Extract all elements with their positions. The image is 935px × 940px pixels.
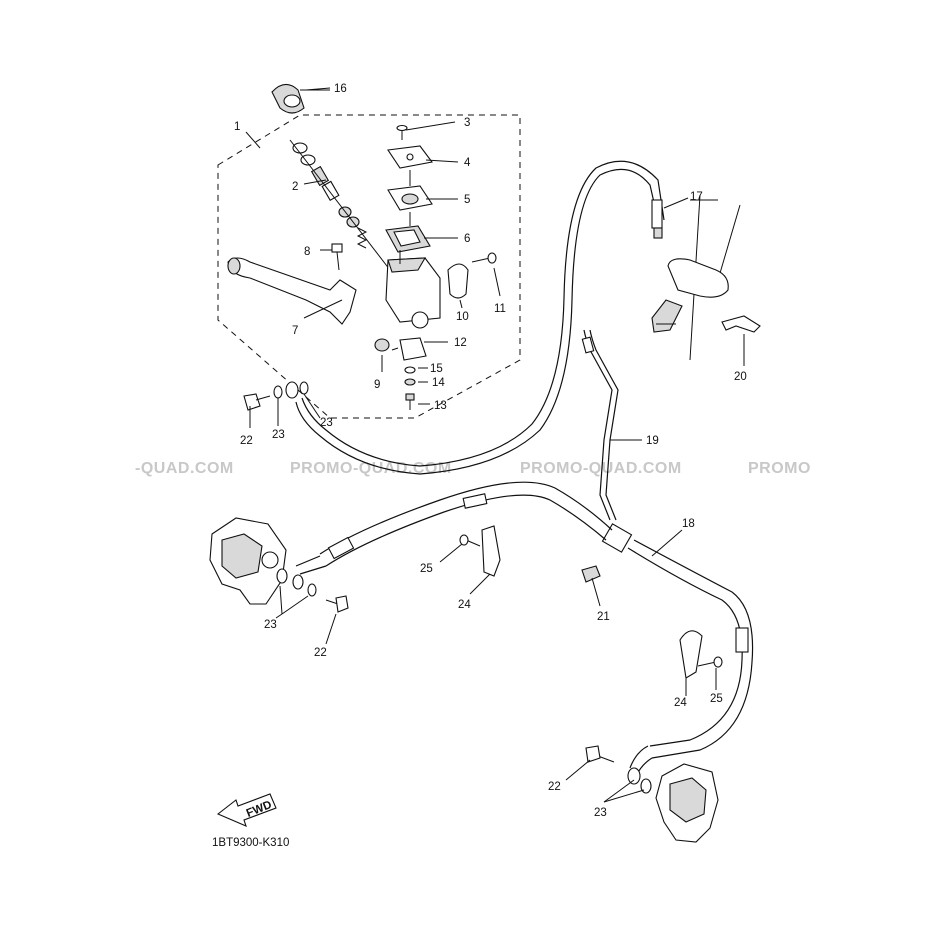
callout-20: 20 xyxy=(734,371,747,383)
callout-9: 9 xyxy=(374,379,380,391)
right-caliper xyxy=(585,745,719,843)
callout-17: 17 xyxy=(690,191,703,203)
callout-4: 4 xyxy=(464,157,471,169)
right-mount-parts xyxy=(651,194,761,361)
left-front-hose xyxy=(295,481,613,575)
diagram-code: 1BT9300-K310 xyxy=(212,837,289,849)
callouts: 1 2 3 4 5 6 7 8 9 10 11 12 13 14 15 16 1… xyxy=(234,83,747,819)
upper-banjo-parts xyxy=(243,381,309,411)
callout-11: 11 xyxy=(494,303,506,315)
callout-7: 7 xyxy=(292,325,298,337)
fwd-arrow: FWD xyxy=(216,793,277,827)
callout-25: 25 xyxy=(420,563,433,575)
watermark: -QUAD.COM PROMO-QUAD.COM PROMO-QUAD.COM … xyxy=(135,460,811,477)
master-cylinder-body xyxy=(385,250,497,329)
reservoir-cap-stack xyxy=(385,124,433,253)
svg-text:PROMO: PROMO xyxy=(748,460,811,477)
callout-8: 8 xyxy=(304,246,310,258)
callout-19: 19 xyxy=(646,435,659,447)
right-front-hose xyxy=(627,539,754,777)
left-caliper xyxy=(209,517,349,613)
brake-switch-parts xyxy=(374,337,427,410)
callout-25-right: 25 xyxy=(710,693,723,705)
hose-clamps xyxy=(459,525,723,679)
boot-part xyxy=(271,83,330,114)
callout-12: 12 xyxy=(454,337,467,349)
callout-22: 22 xyxy=(240,435,253,447)
assembly-outline xyxy=(217,114,521,419)
callout-23-upper-right: 23 xyxy=(320,417,333,429)
lever-part xyxy=(227,243,357,325)
callout-24-right: 24 xyxy=(674,697,687,709)
callout-10: 10 xyxy=(456,311,469,323)
svg-text:-QUAD.COM: -QUAD.COM xyxy=(135,460,234,477)
upper-brake-hose xyxy=(295,160,665,475)
callout-1: 1 xyxy=(234,121,240,133)
piston-kit-part xyxy=(289,139,391,271)
three-way-joint xyxy=(581,523,633,583)
callout-2: 2 xyxy=(292,181,298,193)
brake-pipe xyxy=(581,329,619,521)
callout-23-left: 23 xyxy=(264,619,277,631)
callout-3: 3 xyxy=(464,117,470,129)
callout-23: 23 xyxy=(272,429,285,441)
callout-13: 13 xyxy=(434,400,447,412)
callout-24: 24 xyxy=(458,599,471,611)
svg-text:PROMO-QUAD.COM: PROMO-QUAD.COM xyxy=(290,460,452,477)
callout-16: 16 xyxy=(334,83,347,95)
callout-21: 21 xyxy=(597,611,610,623)
callout-22-right: 22 xyxy=(548,781,561,793)
svg-text:PROMO-QUAD.COM: PROMO-QUAD.COM xyxy=(520,460,682,477)
callout-15: 15 xyxy=(430,363,443,375)
leader-lines xyxy=(245,87,745,803)
callout-18: 18 xyxy=(682,518,695,530)
callout-23-right: 23 xyxy=(594,807,607,819)
callout-22-left: 22 xyxy=(314,647,327,659)
callout-5: 5 xyxy=(464,194,470,206)
callout-14: 14 xyxy=(432,377,445,389)
callout-6: 6 xyxy=(464,233,470,245)
